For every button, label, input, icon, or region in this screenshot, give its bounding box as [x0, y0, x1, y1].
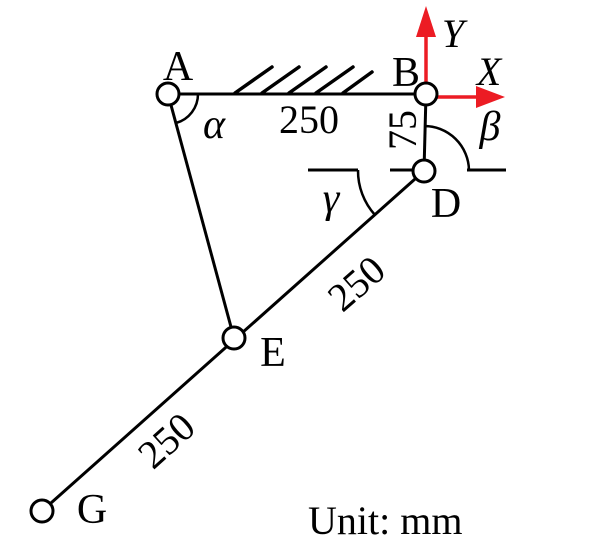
hatch-stroke — [260, 65, 301, 95]
joint-label-b: B — [392, 50, 420, 96]
x-axis-arrowhead-icon — [476, 86, 505, 108]
gamma-angle-arc — [356, 169, 376, 216]
hatch-stroke — [287, 65, 328, 95]
y-axis-label: Y — [442, 11, 468, 56]
beta-angle-arc — [423, 124, 471, 171]
y-axis-arrowhead-icon — [416, 6, 436, 37]
unit-note: Unit: mm — [308, 498, 462, 543]
joint-a — [155, 81, 181, 107]
dimension-ab: 250 — [279, 97, 339, 142]
joint-d — [411, 158, 437, 184]
joint-label-d: D — [431, 181, 461, 227]
hatch-stroke — [314, 65, 355, 95]
link-bd — [422, 93, 428, 172]
joint-g — [29, 498, 55, 524]
dimension-de: 250 — [319, 247, 394, 320]
dimension-bd: 75 — [380, 110, 425, 150]
joint-label-g: G — [77, 487, 107, 533]
coordinate-axes: Y X — [416, 6, 505, 108]
alpha-angle-label: α — [203, 102, 226, 148]
beta-angle-label: β — [479, 104, 501, 150]
joint-b — [413, 81, 439, 107]
gamma-angle-label: γ — [323, 176, 341, 222]
alpha-angle-arc — [175, 93, 200, 125]
hatch-stroke — [341, 70, 374, 95]
link-ae — [166, 93, 236, 339]
x-axis-label: X — [475, 49, 503, 94]
ground-hatching — [233, 65, 374, 95]
dimension-eg: 250 — [129, 404, 204, 478]
joint-label-a: A — [163, 44, 194, 90]
hatch-stroke — [233, 65, 274, 95]
joint-label-e: E — [260, 330, 286, 376]
joint-e — [221, 325, 247, 351]
